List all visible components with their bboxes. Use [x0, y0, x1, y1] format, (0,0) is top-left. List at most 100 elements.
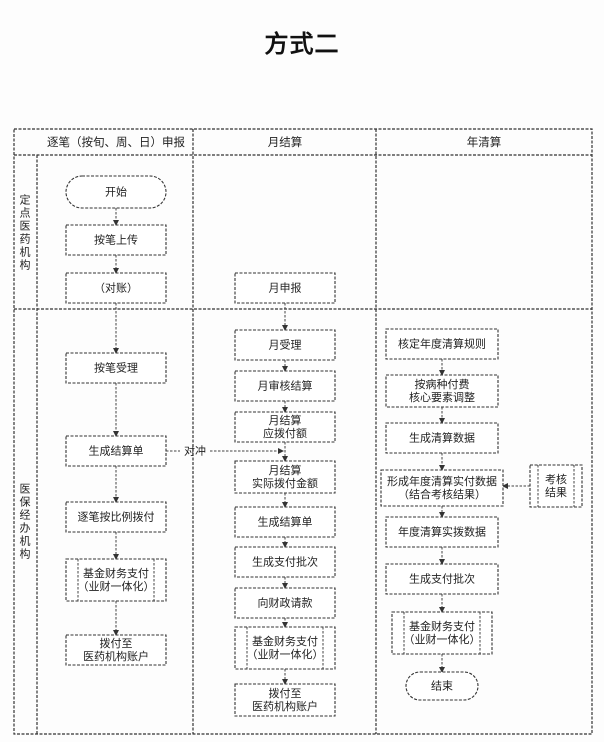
node-per-item-accept: 按笔受理 — [65, 352, 167, 384]
node-monthly-audit-settle: 月审核结算 — [234, 370, 336, 402]
node-label: 向财政请款 — [258, 596, 313, 610]
lane-label-char: 构 — [20, 258, 31, 272]
node-gen-settlement: 生成结算单 — [65, 435, 167, 467]
edge-label-hedge: 对冲 — [184, 444, 206, 458]
diagram-title: 方式二 — [264, 29, 340, 58]
lane-label-char: 医 — [20, 483, 31, 496]
node-label: 结果 — [545, 486, 567, 499]
terminal-shape — [405, 671, 479, 701]
process-shape — [234, 683, 336, 717]
lane-label-char: 构 — [20, 547, 31, 561]
process-shape — [234, 626, 336, 670]
terminal-shape — [65, 175, 167, 209]
node-label: 形成年度清算实付数据 — [387, 474, 497, 488]
process-shape — [234, 411, 336, 443]
node-request-funds: 向财政请款 — [234, 587, 336, 619]
node-label: 按病种付费 — [415, 377, 470, 391]
node-label: 医药机构账户 — [83, 649, 149, 663]
process-shape — [65, 352, 167, 384]
node-label: 核心要素调整 — [409, 390, 475, 404]
node-label: 生成清算数据 — [409, 431, 475, 445]
node-gen-settlement-2: 生成结算单 — [234, 506, 336, 538]
process-shape — [234, 329, 336, 361]
node-label: 生成支付批次 — [252, 555, 318, 569]
process-shape — [65, 634, 167, 666]
node-label: 基金财务支付 — [252, 634, 318, 648]
lane-label-char: 保 — [20, 495, 31, 509]
process-shape — [380, 469, 504, 507]
process-shape — [234, 272, 336, 304]
node-label: 拨付至 — [269, 686, 302, 700]
process-shape — [234, 370, 336, 402]
node-label: 生成结算单 — [258, 515, 313, 529]
node-label: 月结算 — [269, 463, 302, 477]
node-label: 基金财务支付 — [409, 619, 475, 633]
node-upload: 按笔上传 — [65, 224, 167, 256]
node-label: （结合考核结果） — [398, 487, 486, 501]
node-gen-clearing-data: 生成清算数据 — [385, 422, 499, 454]
node-form-annual-data: 形成年度清算实付数据（结合考核结果） — [380, 469, 504, 507]
process-shape — [65, 435, 167, 467]
column-header-annual: 年清算 — [467, 135, 502, 149]
lane-label-char: 经 — [20, 509, 31, 522]
lane-label-char: 办 — [20, 522, 31, 535]
node-label: 年度清算实拨数据 — [398, 525, 486, 539]
column-header-per-item: 逐笔（按旬、周、日）申报 — [47, 135, 185, 149]
process-shape — [529, 464, 583, 508]
node-label: 月受理 — [269, 339, 302, 352]
node-label: 开始 — [105, 185, 127, 199]
process-shape — [391, 611, 493, 655]
process-shape — [65, 272, 167, 304]
node-label: 月申报 — [269, 281, 302, 295]
process-shape — [65, 224, 167, 256]
process-shape — [234, 460, 336, 494]
process-shape — [385, 516, 499, 548]
process-shape — [234, 587, 336, 619]
process-shape — [385, 328, 499, 360]
node-label: （业财一体化） — [247, 647, 324, 661]
node-monthly-accept: 月受理 — [234, 329, 336, 361]
column-header-monthly: 月结算 — [268, 135, 303, 149]
node-gen-batch-1: 生成支付批次 — [234, 546, 336, 578]
lane-label-char: 药 — [20, 233, 31, 246]
node-label: 月结算 — [269, 413, 302, 427]
process-shape — [65, 501, 167, 533]
node-label: 拨付至 — [100, 636, 133, 650]
node-annual-budget: 核定年度清算规则 — [385, 328, 499, 360]
node-label: 核定年度清算规则 — [398, 337, 486, 351]
node-end: 结束 — [405, 671, 479, 701]
node-label: 基金财务支付 — [83, 566, 149, 580]
process-shape — [234, 506, 336, 538]
lane-label-char: 点 — [20, 207, 31, 220]
node-label: （对账） — [94, 281, 138, 295]
node-label: 实际拨付金额 — [252, 476, 318, 490]
node-label: （业财一体化） — [404, 632, 481, 646]
node-label: 逐笔按比例拨付 — [78, 510, 155, 524]
lane-label-char: 医 — [20, 220, 31, 233]
node-label: 生成结算单 — [89, 444, 144, 458]
node-label: 按笔上传 — [94, 233, 138, 247]
node-label: （业财一体化） — [78, 579, 155, 593]
node-start: 开始 — [65, 175, 167, 209]
lane-label-char: 定 — [20, 193, 31, 207]
process-shape — [65, 558, 167, 602]
node-per-item-ratio-pay: 逐笔按比例拨付 — [65, 501, 167, 533]
node-fund-pay-2: 基金财务支付（业财一体化） — [234, 626, 336, 670]
node-fund-pay-3: 基金财务支付（业财一体化） — [391, 611, 493, 655]
lane-label-char: 机 — [20, 245, 31, 259]
node-label: 月审核结算 — [258, 379, 313, 393]
process-shape — [234, 546, 336, 578]
swimlane-frame — [13, 128, 593, 735]
node-label: 生成支付批次 — [409, 572, 475, 586]
lane-label-char: 机 — [20, 534, 31, 548]
node-label: 应拨付额 — [263, 426, 307, 440]
node-label: 医药机构账户 — [252, 699, 318, 713]
process-shape — [385, 374, 499, 408]
